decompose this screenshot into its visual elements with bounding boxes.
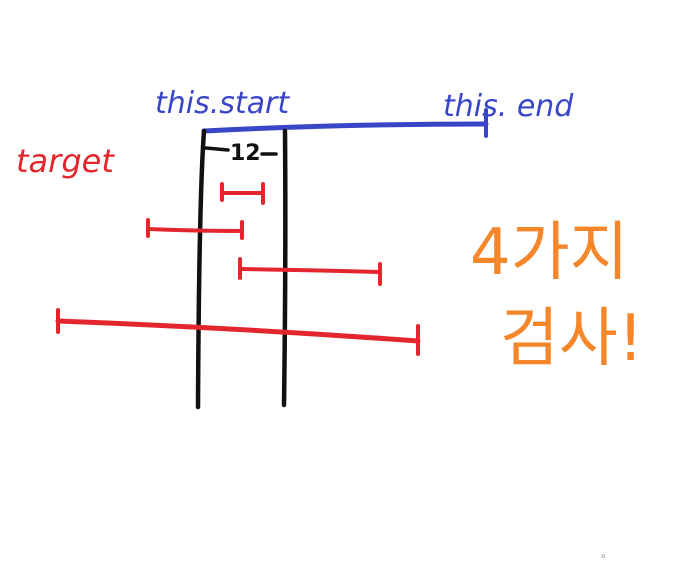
end-boundary-line	[281, 128, 288, 408]
corner-mark: 。	[601, 546, 613, 560]
target-range-1	[220, 182, 265, 205]
target-range-4	[55, 308, 421, 356]
this-start-label: this.start	[155, 86, 290, 121]
this-end-label: this. end	[443, 89, 574, 124]
small-mark-dash-left	[204, 146, 230, 152]
this-range-line	[201, 121, 489, 134]
target-label: target	[16, 142, 115, 180]
start-boundary-line	[195, 128, 207, 410]
target-range-2	[146, 218, 244, 240]
target-range-3	[238, 257, 382, 286]
korean-label-line1: 4가지	[470, 216, 628, 290]
korean-label-line2: 검사!	[500, 302, 643, 376]
small-mark-label: 12	[230, 141, 261, 166]
